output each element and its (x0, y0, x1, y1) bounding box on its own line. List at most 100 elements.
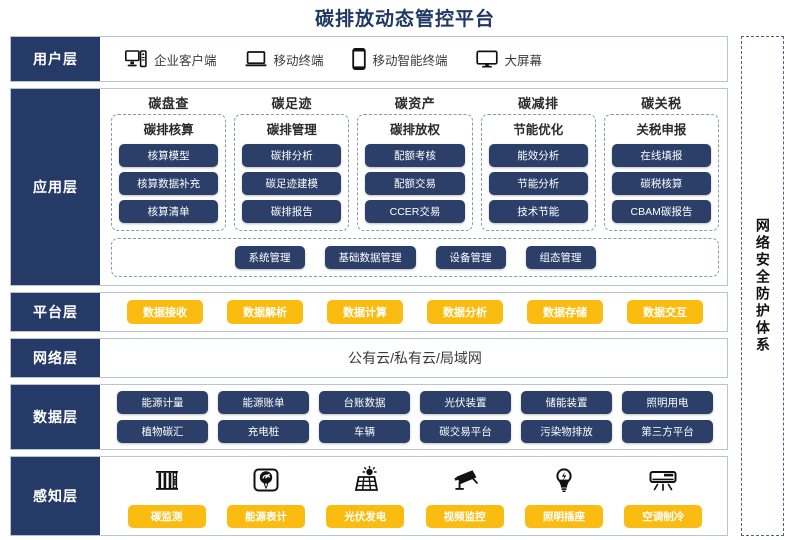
layer-user-label: 用户层 (11, 37, 103, 81)
perception-item-lighting-socket[interactable]: 照明插座 (524, 464, 603, 528)
user-items: 企业客户端 移动终端 (103, 47, 543, 71)
app-item[interactable]: 核算模型 (119, 144, 219, 167)
platform-item[interactable]: 数据交互 (627, 300, 703, 324)
perception-item-video-surveillance[interactable]: 视频监控 (425, 464, 504, 528)
user-item-enterprise-client[interactable]: 企业客户端 (125, 50, 217, 69)
layer-platform-label: 平台层 (11, 293, 103, 331)
data-rows: 能源计量 能源账单 台账数据 光伏装置 储能装置 照明用电 植物碳汇 充电桩 车… (103, 391, 727, 443)
layer-network-label: 网络层 (11, 339, 103, 377)
data-item[interactable]: 台账数据 (319, 391, 410, 414)
platform-item[interactable]: 数据分析 (427, 300, 503, 324)
app-column-box: 碳排放权 配额考核 配额交易 CCER交易 (357, 114, 473, 231)
energy-meter-icon: V (251, 464, 281, 496)
data-row: 能源计量 能源账单 台账数据 光伏装置 储能装置 照明用电 (117, 391, 713, 414)
user-item-label: 移动智能终端 (372, 53, 448, 68)
app-item[interactable]: 节能分析 (488, 172, 588, 195)
app-item[interactable]: 在线填报 (611, 144, 712, 167)
app-column-carbon-reduction: 碳减排 节能优化 能效分析 节能分析 技术节能 (480, 93, 596, 231)
user-item-smart-mobile-terminal[interactable]: 移动智能终端 (351, 47, 448, 71)
management-item[interactable]: 组态管理 (525, 246, 596, 269)
layer-application-body: 碳盘查 碳排核算 核算模型 核算数据补充 核算清单 碳足迹 碳排管理 碳排分析 … (103, 89, 727, 285)
app-column-title: 碳减排 (517, 96, 559, 111)
app-column-subtitle: 碳排放权 (390, 123, 441, 137)
platform-item[interactable]: 数据接收 (127, 300, 203, 324)
data-item[interactable]: 车辆 (319, 420, 410, 443)
user-item-label: 企业客户端 (154, 53, 217, 68)
layer-data-label: 数据层 (11, 385, 103, 449)
application-columns: 碳盘查 碳排核算 核算模型 核算数据补充 核算清单 碳足迹 碳排管理 碳排分析 … (111, 93, 720, 231)
laptop-icon (244, 50, 267, 68)
app-column-box: 碳排管理 碳排分析 碳足迹建模 碳排报告 (234, 114, 350, 231)
layer-network: 网络层 公有云/私有云/局域网 (10, 338, 728, 378)
network-text: 公有云/私有云/局域网 (348, 350, 482, 366)
app-item[interactable]: 碳税核算 (611, 172, 712, 195)
layer-network-body: 公有云/私有云/局域网 (103, 339, 727, 377)
user-item-mobile-terminal[interactable]: 移动终端 (244, 50, 324, 69)
data-item[interactable]: 能源账单 (218, 391, 309, 414)
solar-panel-icon (350, 464, 380, 496)
app-column-subtitle: 碳排核算 (143, 123, 194, 137)
layer-perception-body: 碳监测 V 能源表计 (103, 457, 727, 535)
app-item[interactable]: 碳排分析 (242, 144, 342, 167)
smartphone-icon (351, 47, 366, 71)
perception-item-solar-power[interactable]: 光伏发电 (326, 464, 405, 528)
perception-item-air-conditioning[interactable]: 空调制冷 (624, 464, 703, 528)
perception-label: 碳监测 (127, 505, 206, 528)
air-conditioner-icon (647, 464, 679, 496)
cctv-camera-icon (450, 464, 480, 496)
data-item[interactable]: 碳交易平台 (420, 420, 511, 443)
app-item[interactable]: 配额交易 (365, 172, 465, 195)
app-item[interactable]: 能效分析 (488, 144, 588, 167)
perception-label: 光伏发电 (326, 505, 405, 528)
perception-item-carbon-monitor[interactable]: 碳监测 (127, 464, 206, 528)
data-item[interactable]: 照明用电 (622, 391, 713, 414)
data-row: 植物碳汇 充电桩 车辆 碳交易平台 污染物排放 第三方平台 (117, 420, 713, 443)
app-item[interactable]: 配额考核 (365, 144, 465, 167)
data-item[interactable]: 植物碳汇 (117, 420, 208, 443)
light-bulb-icon (549, 464, 579, 496)
app-column-carbon-tariff: 碳关税 关税申报 在线填报 碳税核算 CBAM碳报告 (603, 93, 720, 231)
perception-item-energy-meter[interactable]: V 能源表计 (226, 464, 305, 528)
data-item[interactable]: 光伏装置 (420, 391, 511, 414)
svg-text:V: V (263, 481, 269, 490)
management-item[interactable]: 设备管理 (435, 246, 506, 269)
page-title: 碳排放动态管控平台 (314, 9, 495, 30)
data-item[interactable]: 充电桩 (218, 420, 309, 443)
app-item[interactable]: CCER交易 (365, 200, 465, 223)
layer-application: 应用层 碳盘查 碳排核算 核算模型 核算数据补充 核算清单 碳足迹 (10, 88, 728, 286)
platform-item[interactable]: 数据解析 (227, 300, 303, 324)
data-item[interactable]: 第三方平台 (622, 420, 713, 443)
app-column-subtitle: 节能优化 (513, 123, 564, 137)
app-item[interactable]: 碳足迹建模 (242, 172, 342, 195)
perception-label: 空调制冷 (624, 505, 703, 528)
layer-platform-body: 数据接收 数据解析 数据计算 数据分析 数据存储 数据交互 (103, 293, 727, 331)
app-column-title: 碳资产 (394, 96, 436, 111)
app-item[interactable]: 核算数据补充 (119, 172, 219, 195)
data-item[interactable]: 污染物排放 (521, 420, 612, 443)
application-management-box: 系统管理 基础数据管理 设备管理 组态管理 (111, 238, 719, 277)
data-item[interactable]: 能源计量 (117, 391, 208, 414)
platform-item[interactable]: 数据存储 (527, 300, 603, 324)
app-item[interactable]: CBAM碳报告 (611, 200, 712, 223)
user-item-label: 移动终端 (273, 53, 324, 68)
app-column-subtitle: 碳排管理 (266, 123, 317, 137)
app-item[interactable]: 技术节能 (488, 200, 588, 223)
user-item-label: 大屏幕 (504, 53, 543, 68)
layer-application-label: 应用层 (11, 89, 103, 285)
management-item[interactable]: 系统管理 (234, 246, 305, 269)
layer-perception: 感知层 (10, 456, 728, 536)
app-column-title: 碳盘查 (148, 96, 189, 111)
app-item[interactable]: 碳排报告 (242, 200, 342, 223)
app-item[interactable]: 核算清单 (119, 200, 219, 223)
user-item-large-screen[interactable]: 大屏幕 (475, 50, 543, 69)
layer-user: 用户层 企业客户端 (10, 36, 728, 82)
app-column-carbon-asset: 碳资产 碳排放权 配额考核 配额交易 CCER交易 (357, 93, 473, 231)
app-column-carbon-inventory: 碳盘查 碳排核算 核算模型 核算数据补充 核算清单 (111, 93, 227, 231)
management-item[interactable]: 基础数据管理 (324, 246, 416, 269)
app-column-carbon-footprint: 碳足迹 碳排管理 碳排分析 碳足迹建模 碳排报告 (234, 93, 350, 231)
app-column-title: 碳关税 (641, 96, 682, 111)
platform-item[interactable]: 数据计算 (327, 300, 403, 324)
data-item[interactable]: 储能装置 (521, 391, 612, 414)
app-column-box: 关税申报 在线填报 碳税核算 CBAM碳报告 (603, 114, 720, 231)
